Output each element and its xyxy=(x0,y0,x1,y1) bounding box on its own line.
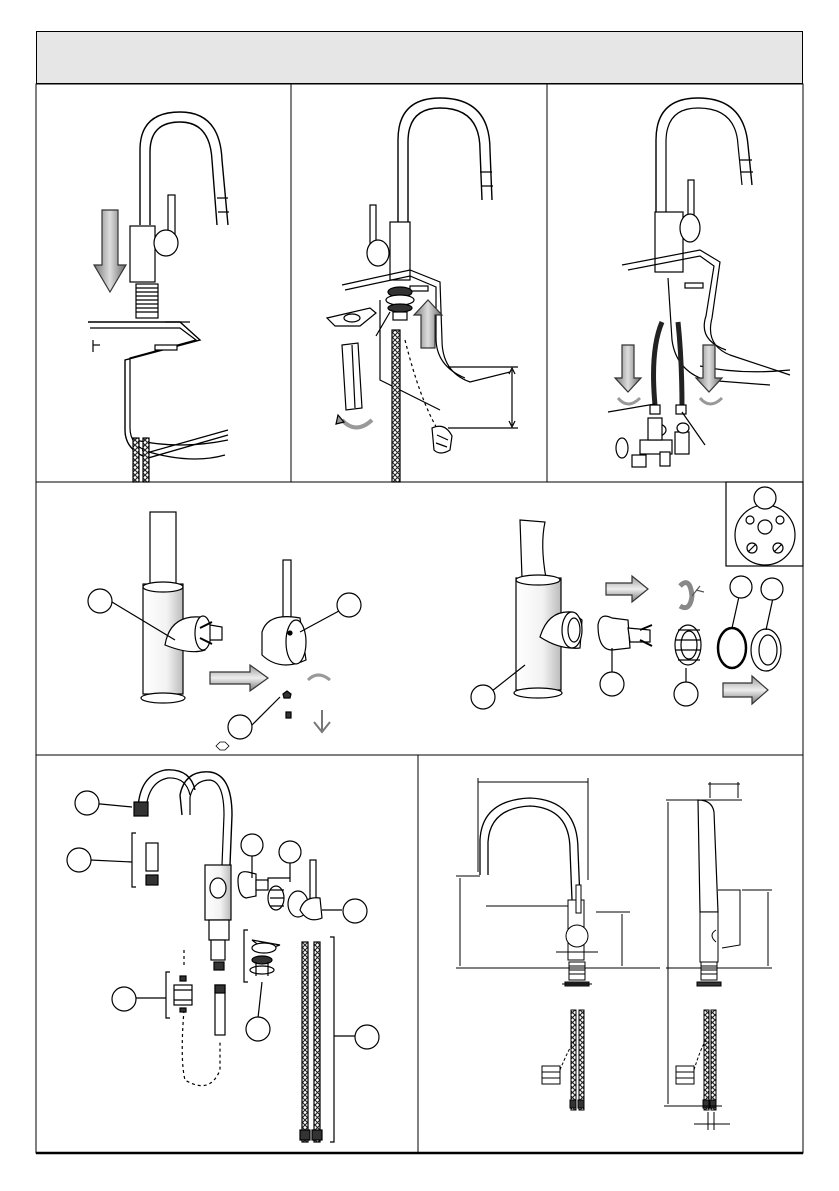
callout-marker xyxy=(75,791,99,815)
panel-connect-supply xyxy=(608,98,790,467)
panel-exploded-parts xyxy=(90,770,355,1142)
callout-marker xyxy=(674,682,698,706)
callouts-panel-4 xyxy=(88,589,361,739)
right-arrow-icon xyxy=(723,676,768,704)
spout-stub xyxy=(150,512,176,584)
callout-marker xyxy=(112,987,136,1011)
callout-marker xyxy=(279,841,301,863)
supply-hose xyxy=(392,330,400,482)
faucet-body xyxy=(130,226,155,282)
callout-marker xyxy=(343,899,367,923)
mounting-nut xyxy=(386,287,414,320)
down-arrow-icon xyxy=(94,210,126,292)
spray-head xyxy=(146,843,158,871)
callout-marker xyxy=(761,578,783,600)
panel-cartridge-removal xyxy=(112,512,350,750)
down-arrow-icon xyxy=(696,345,722,392)
right-arrow-icon xyxy=(210,665,268,691)
down-arrow-icon xyxy=(615,345,641,392)
lever xyxy=(168,195,175,235)
panel-mount-tighten xyxy=(327,98,518,482)
cartridge xyxy=(598,616,630,650)
callout-marker xyxy=(600,672,624,696)
callout-marker xyxy=(471,685,495,709)
mounting-bracket xyxy=(88,322,228,458)
angle-valves xyxy=(616,418,689,467)
callout-marker xyxy=(88,589,112,613)
supply-hose-b xyxy=(314,942,320,1142)
callout-marker xyxy=(67,848,91,872)
o-ring xyxy=(718,628,746,668)
faucet-body-2 xyxy=(390,222,410,280)
callout-marker xyxy=(246,1017,270,1041)
supply-hose-a xyxy=(302,942,308,1142)
panel-dimensions xyxy=(456,778,772,1130)
spout-outline xyxy=(140,112,228,225)
threaded-shank xyxy=(136,284,158,318)
handle-lever xyxy=(283,560,291,620)
rotate-arrow-icon xyxy=(342,420,372,428)
panel-mount-insert xyxy=(88,112,229,482)
callout-marker xyxy=(337,593,361,617)
callout-marker xyxy=(730,576,752,598)
inset-tap-holes xyxy=(726,482,803,566)
cartridge-stem xyxy=(210,625,222,640)
up-arrow-icon xyxy=(414,300,442,348)
right-arrow-icon xyxy=(606,576,648,602)
lever-base xyxy=(154,230,178,256)
callout-marker xyxy=(228,715,252,739)
supply-hose-right xyxy=(143,438,149,482)
supply-hose-left-3 xyxy=(654,322,662,405)
callout-marker xyxy=(241,834,263,856)
spout-stub-cut xyxy=(520,520,546,578)
supply-hose-left xyxy=(133,438,139,482)
hose-weight xyxy=(174,985,192,1005)
callout-marker xyxy=(355,1025,379,1049)
aerator-cap xyxy=(432,426,452,453)
